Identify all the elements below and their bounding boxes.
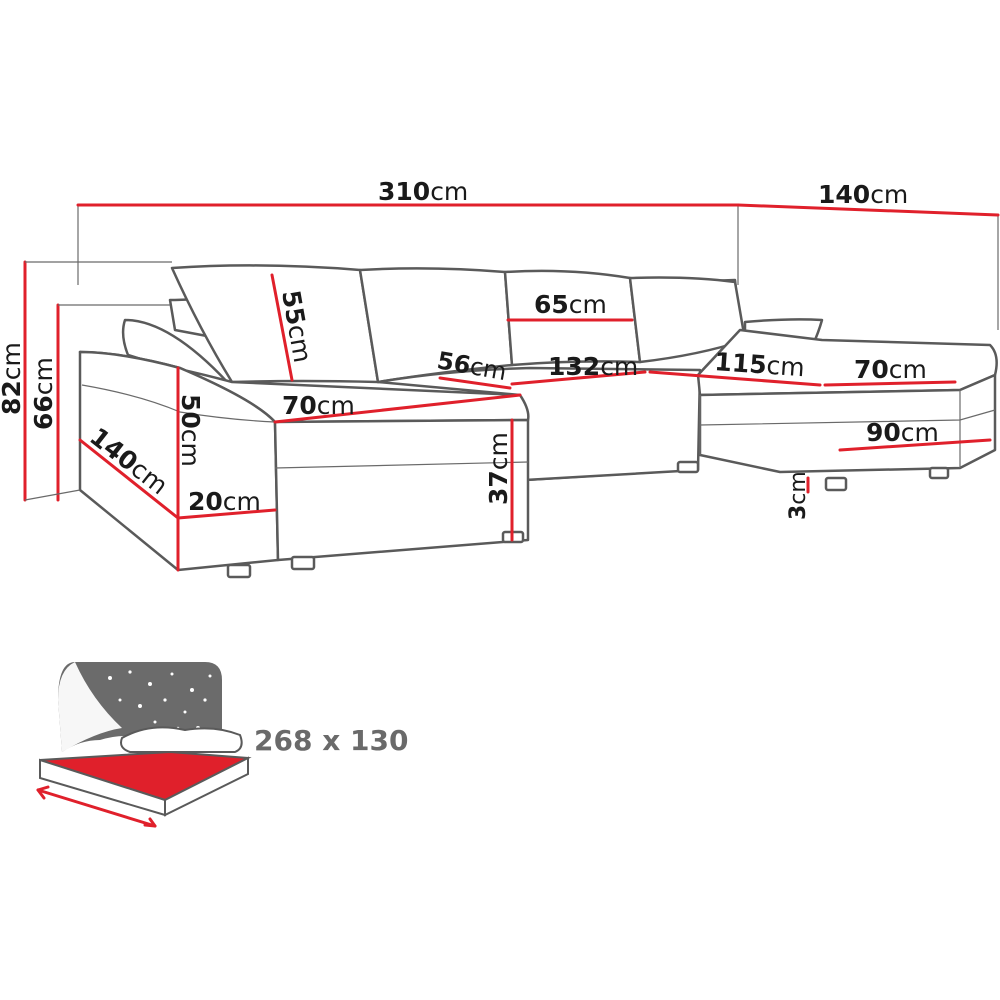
back-cushion-1 <box>170 264 380 384</box>
dimension-labels: 310cm 140cm 82cm 66cm 50cm 140cm 20cm 55… <box>0 177 939 520</box>
label-armrest-height: 50cm <box>176 394 205 467</box>
dim-line-right-front-width <box>838 438 992 452</box>
label-backrest-cushion: 55cm <box>276 288 317 365</box>
stars-icon <box>108 670 212 730</box>
label-pillow-width: 65cm <box>534 290 607 319</box>
leg <box>928 466 950 480</box>
dim-line-seat-depth-left <box>273 393 522 424</box>
label-leg-height: 3cm <box>786 471 811 520</box>
label-total-height: 82cm <box>0 342 26 415</box>
label-arm-width: 20cm <box>188 487 261 516</box>
sofa-outline <box>77 205 999 579</box>
dim-line-right-seat-depth <box>823 380 957 387</box>
leg <box>676 460 700 474</box>
leg <box>226 563 252 579</box>
label-total-width: 310cm <box>378 177 468 206</box>
dim-line-middle-seat <box>510 370 647 386</box>
leg <box>290 555 316 571</box>
dim-line-corner-depth <box>438 376 512 390</box>
middle-seat <box>376 366 702 482</box>
dim-line-arm-width <box>176 508 277 520</box>
label-right-front-width: 90cm <box>866 418 939 447</box>
bed-size-label: 268 x 130 <box>254 724 408 757</box>
left-chaise-seat-front <box>273 418 530 562</box>
dim-line-chaise-depth <box>736 203 1000 217</box>
label-chaise-depth: 140cm <box>818 180 908 209</box>
label-seat-depth-left: 70cm <box>282 391 355 420</box>
bed-function-icon: 268 x 130 <box>36 662 408 828</box>
right-chaise-front <box>698 373 997 474</box>
label-seat-height: 37cm <box>484 432 513 505</box>
label-corner-depth: 56cm <box>435 346 509 386</box>
dimension-lines <box>23 203 1000 572</box>
dim-line-right-section <box>648 370 822 387</box>
label-backrest-height: 66cm <box>29 357 58 430</box>
leg <box>824 476 848 492</box>
dim-line-backrest-cushion <box>270 273 294 382</box>
dim-line-chaise-length-left <box>78 438 180 520</box>
label-right-section: 115cm <box>714 347 806 382</box>
label-middle-seat: 132cm <box>548 352 638 381</box>
label-right-seat-depth: 70cm <box>854 355 927 384</box>
